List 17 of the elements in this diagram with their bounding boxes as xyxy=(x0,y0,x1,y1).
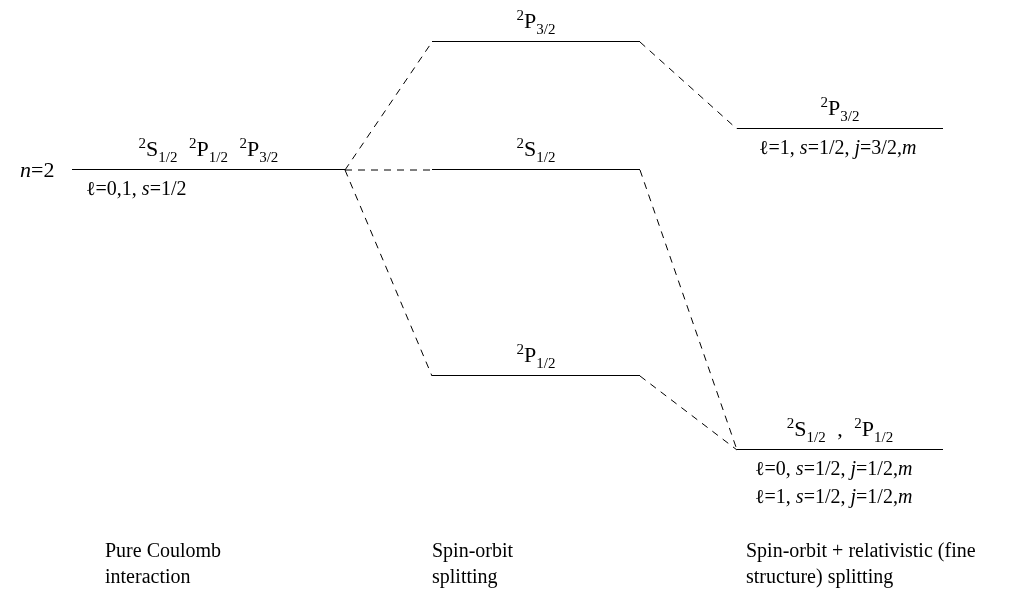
stage-caption: Pure Coulomb interaction xyxy=(105,538,223,589)
quantum-numbers: ℓ=0,1, s=1/2 xyxy=(85,176,187,201)
term-symbol: $^{2}$P$_{3/2}$ xyxy=(820,95,860,124)
dashed-connector xyxy=(344,169,433,171)
term-symbol: $^{2}$P$_{3/2}$ xyxy=(516,8,556,37)
term-symbol: $^{2}$S$_{1/2}$ xyxy=(516,136,556,165)
quantum-numbers: ℓ=1, s=1/2, j=3/2,m xyxy=(758,135,917,161)
stage-caption: Spin-orbit + relativistic (fine structure) splitting xyxy=(746,538,977,589)
dashed-connector xyxy=(639,375,738,451)
stage-caption: Spin-orbit splitting xyxy=(432,538,515,589)
term-symbol: $^{2}$S$_{1/2}$ , $^{2}$P$_{1/2}$ xyxy=(786,416,894,445)
dashed-connector xyxy=(344,169,433,377)
level-label: n=2 xyxy=(20,157,55,183)
term-symbol: $^{2}$P$_{1/2}$ xyxy=(516,342,556,371)
term-symbol: $^{2}$S$_{1/2}$ $^{2}$P$_{1/2}$ $^{2}$P$_{3/2}$ xyxy=(138,136,279,165)
quantum-numbers: ℓ=0, s=1/2, j=1/2,m xyxy=(754,456,913,482)
quantum-numbers: ℓ=1, s=1/2, j=1/2,m xyxy=(754,484,913,510)
